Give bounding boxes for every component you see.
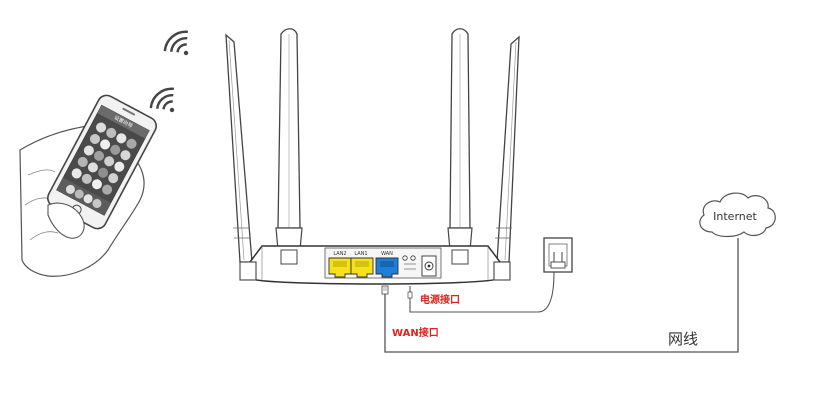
cables xyxy=(381,238,739,353)
router: LAN2 LAN1 WAN xyxy=(225,28,520,285)
power-jack xyxy=(421,255,437,277)
hand-with-phone: 设置向导 xyxy=(19,94,157,277)
network-cable-label: 网线 xyxy=(668,330,698,348)
internet-label: Internet xyxy=(713,210,757,223)
reset-button xyxy=(402,255,416,261)
wan-cable-plug xyxy=(381,285,389,295)
power-cable-plug xyxy=(407,286,413,299)
power-adapter-icon xyxy=(543,237,573,273)
antenna-left-outer xyxy=(225,33,253,263)
port-label-lan2: LAN2 xyxy=(333,251,346,257)
wifi-signal-icon xyxy=(163,30,189,56)
antenna-right-outer xyxy=(495,35,520,263)
port-label-wan: WAN xyxy=(381,251,393,257)
power-port-label: 电源接口 xyxy=(420,293,460,306)
wifi-signal-icon xyxy=(149,87,175,113)
power-cable xyxy=(409,271,555,313)
wan-port-label: WAN接口 xyxy=(392,326,439,339)
antenna-right-inner xyxy=(447,28,473,251)
port-label-lan1: LAN1 xyxy=(354,251,367,257)
antenna-left-inner xyxy=(275,28,303,251)
network-cable xyxy=(384,238,739,353)
phone-app-grid xyxy=(56,122,137,216)
internet-cloud-icon: Internet xyxy=(699,192,776,238)
thumb xyxy=(47,202,85,239)
lan1-port xyxy=(350,257,374,278)
smartphone: 设置向导 xyxy=(47,94,157,230)
wan-port xyxy=(375,257,399,278)
lan2-port xyxy=(328,257,352,278)
